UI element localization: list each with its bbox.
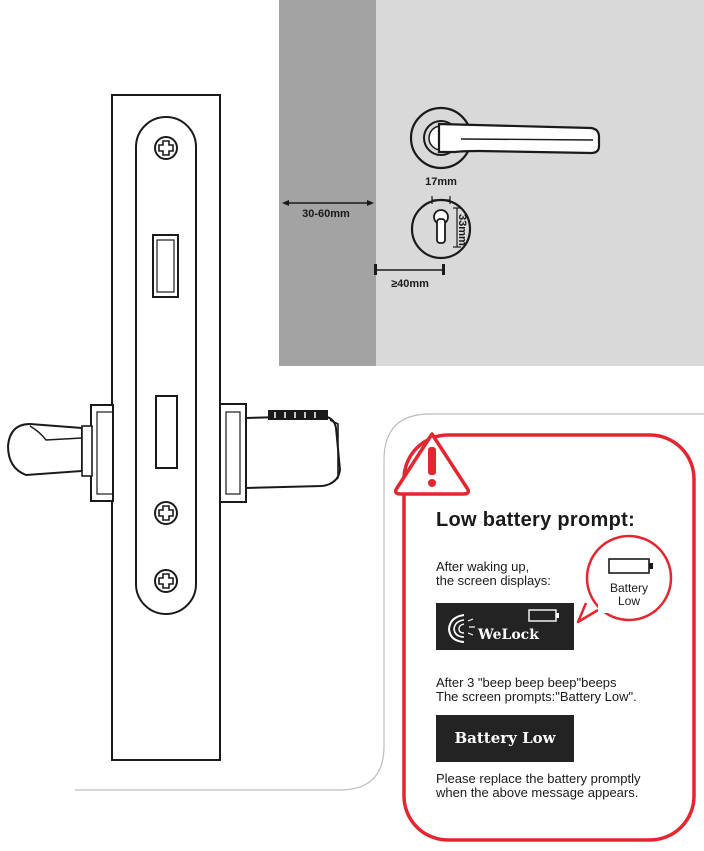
door-thickness-label: 30-60mm xyxy=(302,208,350,220)
welock-brand: WeLock xyxy=(478,627,539,643)
replace-line2: when the above message appears. xyxy=(436,785,639,800)
battery-low-screen: Battery Low xyxy=(436,715,574,762)
prompt-title: Low battery prompt: xyxy=(436,509,636,531)
screw-icon xyxy=(154,569,178,593)
screw-icon xyxy=(154,136,178,160)
bubble-line1: Battery xyxy=(609,581,648,595)
mortise-lock-drawing xyxy=(6,94,342,761)
replace-line1: Please replace the battery promptly xyxy=(436,771,641,786)
battery-low-text: Battery Low xyxy=(454,729,556,747)
hole-width-label: 17mm xyxy=(425,176,457,188)
bubble-line2: Low xyxy=(617,594,640,608)
smart-lock-body xyxy=(219,403,342,503)
wake-text-line1: After waking up, xyxy=(436,559,530,574)
battery-icon xyxy=(528,609,559,622)
lever-handle xyxy=(437,122,601,155)
fingerprint-icon xyxy=(447,614,475,643)
screw-icon xyxy=(154,501,178,525)
warning-icon xyxy=(393,432,471,496)
backset-label: ≥40mm xyxy=(391,278,429,290)
welock-screen: WeLock xyxy=(436,603,574,650)
door-dimension-drawing xyxy=(282,106,601,275)
battery-bubble xyxy=(576,534,673,624)
thumb-turn-knob xyxy=(6,404,114,502)
battery-icon xyxy=(608,558,653,574)
wake-text-line2: the screen displays: xyxy=(436,573,551,588)
beep-line1: After 3 "beep beep beep"beeps xyxy=(436,675,617,690)
beep-line2: The screen prompts:"Battery Low". xyxy=(436,689,637,704)
door-edge xyxy=(279,0,376,366)
